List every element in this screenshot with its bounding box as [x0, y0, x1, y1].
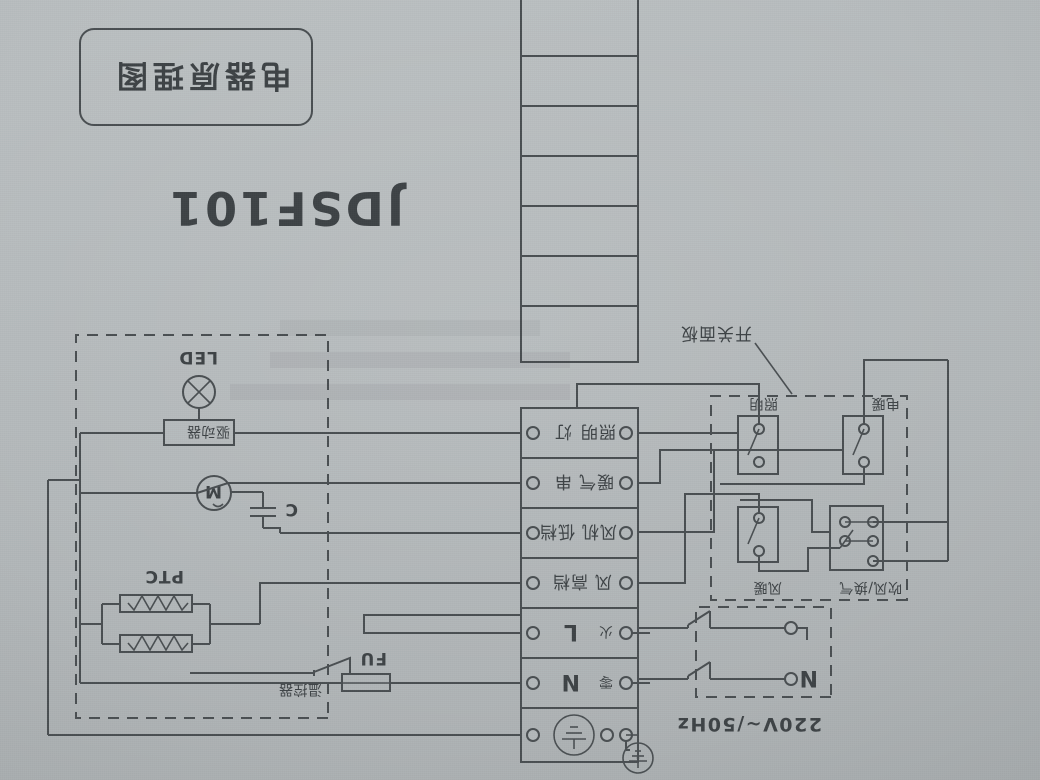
- motor-group: M C: [80, 475, 298, 533]
- mains-supply-group: 220V~/50Hz N: [632, 606, 832, 735]
- switch-label-lighting: 照明: [749, 395, 778, 411]
- terminal-label-fan-low-gear: 低档: [539, 521, 575, 541]
- switch-panel-wiring: [576, 359, 949, 584]
- ptc-label: PTC: [144, 566, 184, 586]
- neutral-return-bus: [47, 433, 521, 736]
- terminal-block: [520, 0, 639, 363]
- live-rail: [363, 614, 521, 634]
- terminal-label-fan-high: 风: [594, 571, 612, 591]
- fuse: FU: [80, 648, 521, 692]
- led-group: 驱动器 LED: [80, 347, 235, 446]
- led-label: LED: [178, 347, 218, 367]
- supply-neutral-label: N: [799, 665, 818, 690]
- led-driver-label: 驱动器: [187, 423, 231, 439]
- switch-label-fan-warm: 风暖: [753, 579, 782, 595]
- terminal-label-lamp: 照明: [580, 421, 616, 441]
- title-block-label: 电器原理图: [112, 57, 292, 93]
- terminal-label-live: L: [563, 619, 578, 644]
- capacitor-label: C: [285, 499, 298, 519]
- switch-panel-callout: 开关面板: [680, 323, 793, 395]
- fuse-label: FU: [360, 648, 387, 668]
- switch-lighting[interactable]: [737, 415, 779, 475]
- terminal-block-rows: 零 N 火 L 风 高档 风机 低档 暖气 串 照明 灯: [520, 407, 639, 763]
- terminal-label-heater-suffix: 串: [554, 471, 572, 491]
- switch-electric-heat[interactable]: [842, 415, 884, 475]
- switch-fan-warm[interactable]: [737, 506, 779, 563]
- thermostat: 温控器: [190, 656, 351, 697]
- ptc-heating-element: PTC: [80, 566, 328, 653]
- earth-ground-icon: [553, 714, 595, 756]
- supply-rating-label: 220V~/50Hz: [676, 713, 822, 735]
- fan-feed-lines: [234, 432, 521, 584]
- terminal-label-neutral-cn: 零: [599, 673, 614, 689]
- terminal-label-fan-low: 风机: [581, 521, 617, 541]
- terminal-label-heater: 暖气: [578, 471, 614, 491]
- switch-panel-label: 开关面板: [680, 323, 752, 343]
- switch-label-vent: 吹风/换气: [839, 579, 902, 596]
- chassis-earth-symbol: [622, 734, 654, 774]
- switch-label-electric-heat: 电暖: [871, 395, 900, 411]
- terminal-label-lamp-suffix: 灯: [554, 421, 572, 441]
- title-block: 电器原理图: [79, 28, 313, 126]
- terminal-label-neutral: N: [561, 669, 580, 694]
- model-number: JDSF101: [167, 181, 407, 235]
- motor-label: M: [204, 481, 222, 501]
- switch-panel-enclosure: 吹风/换气 风暖 电暖 照明: [710, 395, 908, 601]
- terminal-label-live-cn: 火: [599, 623, 614, 639]
- terminal-label-fan-high-gear: 高档: [552, 571, 588, 591]
- paper-showthrough-text: [230, 320, 570, 400]
- thermostat-label: 温控器: [279, 681, 323, 697]
- load-enclosure: [75, 334, 329, 719]
